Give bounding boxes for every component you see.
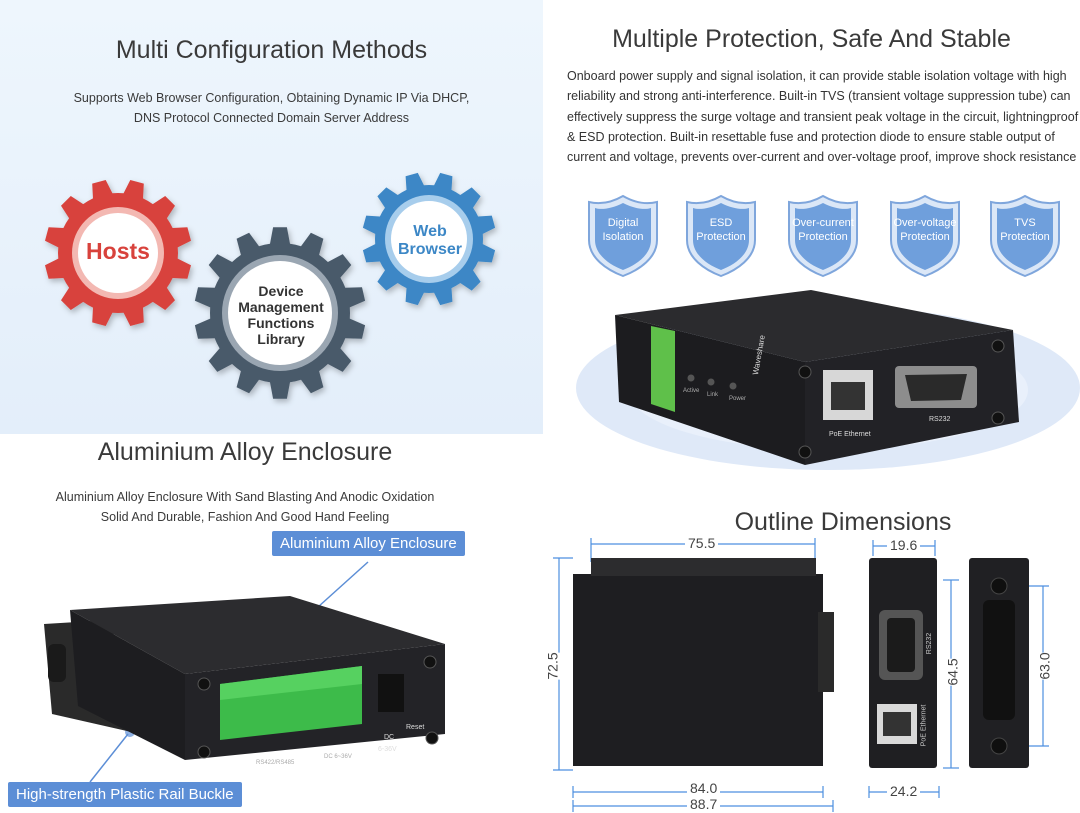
dim-width-top: 75.5 — [685, 535, 719, 551]
web-label-line2: Browser — [397, 241, 463, 258]
device-label-line4: Library — [257, 331, 305, 347]
web-gear-icon — [362, 172, 496, 306]
shield-label-line1: ESD — [709, 217, 733, 229]
enclosure-terminal-label-1: RS422/RS485 — [256, 760, 295, 766]
dim-rear-height: 63.0 — [1036, 652, 1053, 680]
dimensions-title: Outline Dimensions — [734, 508, 952, 536]
shield-label-line2: Protection — [1000, 231, 1050, 243]
protection-title: Multiple Protection, Safe And Stable — [612, 25, 1011, 53]
hosts-gear-icon — [45, 180, 191, 326]
enclosure-subtitle-1: Aluminium Alloy Enclosure With Sand Blas… — [55, 490, 435, 504]
callout-rail-buckle: High-strength Plastic Rail Buckle — [8, 782, 242, 807]
protection-panel: Multiple Protection, Safe And Stable Onb… — [543, 0, 1080, 500]
dim-height-left: 72.5 — [544, 652, 561, 680]
device-port-serial-label: RS232 — [929, 416, 951, 423]
config-subtitle-2: DNS Protocol Connected Domain Server Add… — [133, 111, 410, 125]
enclosure-photo — [44, 561, 445, 783]
device-label-line2: Management — [238, 299, 324, 315]
dim-width-bottom-2: 88.7 — [687, 796, 721, 812]
enclosure-panel: Aluminium Alloy Enclosure Aluminium Allo… — [0, 434, 543, 813]
web-gear-label: Web Browser — [380, 223, 480, 259]
device-label-line3: Functions — [247, 315, 315, 331]
device-led-active: Active — [683, 388, 700, 394]
shield-label-line1: Over-current — [792, 217, 854, 229]
side-port-serial-label: RS232 — [926, 632, 934, 655]
shield-label-line2: Protection — [798, 231, 848, 243]
protection-shield-icon: ESD Protection — [685, 194, 757, 278]
dim-width-bottom-1: 84.0 — [687, 780, 721, 796]
hosts-gear-label: Hosts — [86, 238, 150, 264]
enclosure-subtitle-2: Solid And Durable, Fashion And Good Hand… — [100, 510, 390, 524]
config-methods-panel: Multi Configuration Methods Supports Web… — [0, 0, 543, 434]
shield-label-line1: Digital — [607, 217, 639, 229]
web-label-line1: Web — [413, 223, 447, 240]
enclosure-terminal-label-2: DC 6~36V — [324, 754, 352, 760]
shield-label-line2: Protection — [696, 231, 746, 243]
device-gear-icon — [194, 227, 366, 399]
side-port-ethernet-label: PoE Ethernet — [920, 704, 928, 747]
protection-shield-icon: TVS Protection — [989, 194, 1061, 278]
dim-side-bottom: 24.2 — [887, 783, 921, 799]
enclosure-title: Aluminium Alloy Enclosure — [97, 438, 393, 466]
config-title: Multi Configuration Methods — [115, 36, 428, 64]
dimension-drawing — [553, 538, 1049, 812]
enclosure-dc-label: DC — [384, 734, 395, 741]
callout-aluminium-enclosure: Aluminium Alloy Enclosure — [272, 531, 465, 556]
shield-label: TVS Protection — [989, 216, 1061, 244]
device-led-link: Link — [707, 392, 719, 398]
protection-paragraph: Onboard power supply and signal isolatio… — [567, 69, 1079, 165]
device-photo — [576, 290, 1080, 470]
device-led-power: Power — [729, 396, 747, 402]
shield-label-line2: Isolation — [602, 231, 644, 243]
enclosure-reset-label: Reset — [406, 724, 425, 731]
config-subtitle-1: Supports Web Browser Configuration, Obta… — [73, 91, 470, 105]
device-label-line1: Device — [258, 283, 304, 299]
device-port-ethernet-label: PoE Ethernet — [829, 431, 871, 438]
shield-label-line1: Over-voltage — [893, 217, 957, 229]
shield-label-line1: TVS — [1014, 217, 1036, 229]
enclosure-dc-range-label: 6-36V — [378, 746, 397, 753]
shield-label-line2: Protection — [900, 231, 950, 243]
dim-side-height: 64.5 — [944, 658, 961, 686]
shield-label: ESD Protection — [685, 216, 757, 244]
device-gear-label: Device Management Functions Library — [221, 283, 341, 347]
dimensions-panel: Outline Dimensions — [543, 500, 1080, 813]
dim-side-top: 19.6 — [887, 537, 921, 553]
gears-illustration — [45, 172, 496, 399]
